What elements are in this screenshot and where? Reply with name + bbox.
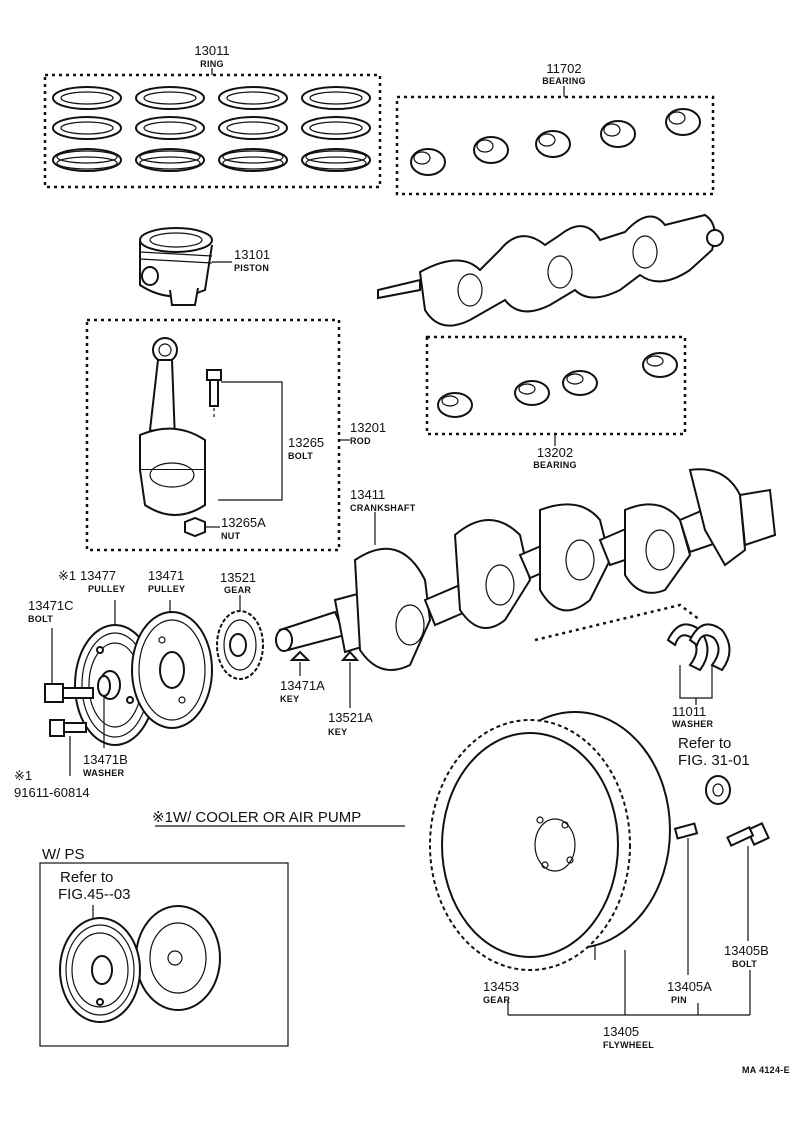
drawing-code: MA 4124-E: [742, 1065, 790, 1075]
rod-nut-icon: [184, 516, 206, 538]
rod-nut-part-number: 13265A: [221, 515, 266, 530]
crankshaft-group: 13411 CRANKSHAFT: [275, 468, 777, 671]
bolt-part-name: BOLT: [28, 614, 53, 624]
key-gear-part-name: KEY: [328, 727, 347, 737]
flywheel-gear-part-number: 13453: [483, 979, 519, 994]
crankshaft-part-name: CRANKSHAFT: [350, 503, 416, 513]
piston-ring-row-2: [52, 116, 371, 140]
lower-bearing-part-name: BEARING: [533, 460, 577, 470]
rod-box: [85, 318, 341, 552]
flywheel-bolt-icon: [726, 822, 770, 847]
washer-icon: [97, 675, 111, 697]
rod-part-number: 13201: [350, 420, 386, 435]
rod-bolt-part-name: BOLT: [288, 451, 313, 461]
bearing-shell-icon: [410, 108, 701, 176]
key-pulley-part-number: 13471A: [280, 678, 325, 693]
lower-bearing-part-number: 13202: [537, 445, 573, 460]
flywheel-icon: [429, 711, 671, 971]
thrust-washer-icon: [666, 623, 731, 672]
crankshaft-upper-icon: [377, 213, 724, 327]
timing-gear-icon: [216, 610, 264, 680]
bolt-alt-icon: [49, 719, 87, 737]
flywheel-bearing-icon: [705, 775, 731, 805]
thrust-washer-part-number: 11011: [672, 704, 706, 719]
lower-bearing-group: 13202 BEARING: [425, 335, 687, 470]
crankshaft-icon: [275, 468, 777, 671]
upper-bearing-box: [395, 95, 715, 196]
washer-pulley-part-name: WASHER: [83, 768, 125, 778]
pulley-part-number: 13471: [148, 568, 184, 583]
rod-part-name: ROD: [350, 436, 371, 446]
flywheel-bolt-part-name: BOLT: [732, 959, 757, 969]
thrust-washer-part-name: WASHER: [672, 719, 714, 729]
pulley-bolt-icon: [44, 683, 94, 703]
bolt-alt-mark: ※1: [14, 768, 32, 783]
flywheel-group: 13453 GEAR 13405A PIN 13405B BOLT 13405 …: [429, 711, 770, 1050]
refer-fig45-line1: Refer to: [60, 869, 113, 886]
piston-ring-row-3: [52, 148, 371, 172]
pulley-rear-icon: [131, 611, 213, 729]
flywheel-pin-icon: [673, 822, 699, 840]
wps-inset-box: [39, 862, 289, 1047]
rod-bolt-icon: [206, 369, 222, 420]
connecting-rod-icon: [139, 337, 206, 516]
refer-fig31-line2: FIG. 31-01: [678, 752, 750, 769]
piston-group: 13101 PISTON: [139, 227, 270, 306]
ring-part-number: 13011: [194, 43, 229, 58]
flywheel-part-name: FLYWHEEL: [603, 1040, 654, 1050]
key-gear-part-number: 13521A: [328, 710, 373, 725]
gear-part-number: 13521: [220, 570, 256, 585]
flywheel-bolt-part-number: 13405B: [724, 943, 769, 958]
wps-title: W/ PS: [42, 846, 85, 863]
flywheel-part-number: 13405: [603, 1024, 639, 1039]
lower-bearing-box: [425, 335, 687, 436]
bolt-part-number: 13471C: [28, 598, 74, 613]
bolt-alt-part-number: 91611-60814: [14, 785, 90, 800]
ps-pulley-icon: [59, 905, 221, 1023]
gear-part-name: GEAR: [224, 585, 251, 595]
pulley-alt-part-name: PULLEY: [88, 584, 125, 594]
piston-part-name: PISTON: [234, 263, 269, 273]
rod-group: 13265 BOLT 13265A NUT 13201 ROD: [85, 318, 386, 552]
flywheel-pin-part-name: PIN: [671, 995, 687, 1005]
bearing-shell-lower-icon: [437, 352, 678, 418]
wps-inset-group: W/ PS Refer to FIG.45--03: [39, 846, 289, 1047]
flywheel-gear-part-name: GEAR: [483, 995, 510, 1005]
upper-bearing-part-name: BEARING: [542, 76, 586, 86]
piston-icon: [139, 227, 213, 306]
upper-bearing-part-number: 11702: [546, 61, 581, 76]
thrust-washer-group: 11011 WASHER: [666, 623, 731, 729]
rod-nut-part-name: NUT: [221, 531, 241, 541]
refer-fig31-line1: Refer to: [678, 735, 731, 752]
pulley-assembly-group: ※1 13477 PULLEY 13471 PULLEY 13521 GEAR …: [14, 568, 373, 800]
pulley-part-name: PULLEY: [148, 584, 185, 594]
ring-set-group: 13011 RING: [43, 43, 382, 189]
key-pulley-part-name: KEY: [280, 694, 299, 704]
refer-fig45-line2: FIG.45--03: [58, 886, 131, 903]
piston-ring-row-1: [52, 86, 371, 110]
cooler-note: ※1W/ COOLER OR AIR PUMP: [152, 809, 361, 826]
pulley-alt-mark: ※1: [58, 568, 76, 583]
washer-pulley-part-number: 13471B: [83, 752, 128, 767]
piston-part-number: 13101: [234, 247, 270, 262]
crankshaft-part-number: 13411: [350, 487, 385, 502]
flywheel-pin-part-number: 13405A: [667, 979, 712, 994]
rod-bolt-part-number: 13265: [288, 435, 324, 450]
key-icon: [289, 650, 360, 661]
crankshaft-guide-line: [534, 603, 701, 642]
pulley-alt-part-number: 13477: [80, 568, 116, 583]
ring-part-name: RING: [200, 59, 224, 69]
upper-bearing-group: 11702 BEARING: [395, 61, 715, 196]
